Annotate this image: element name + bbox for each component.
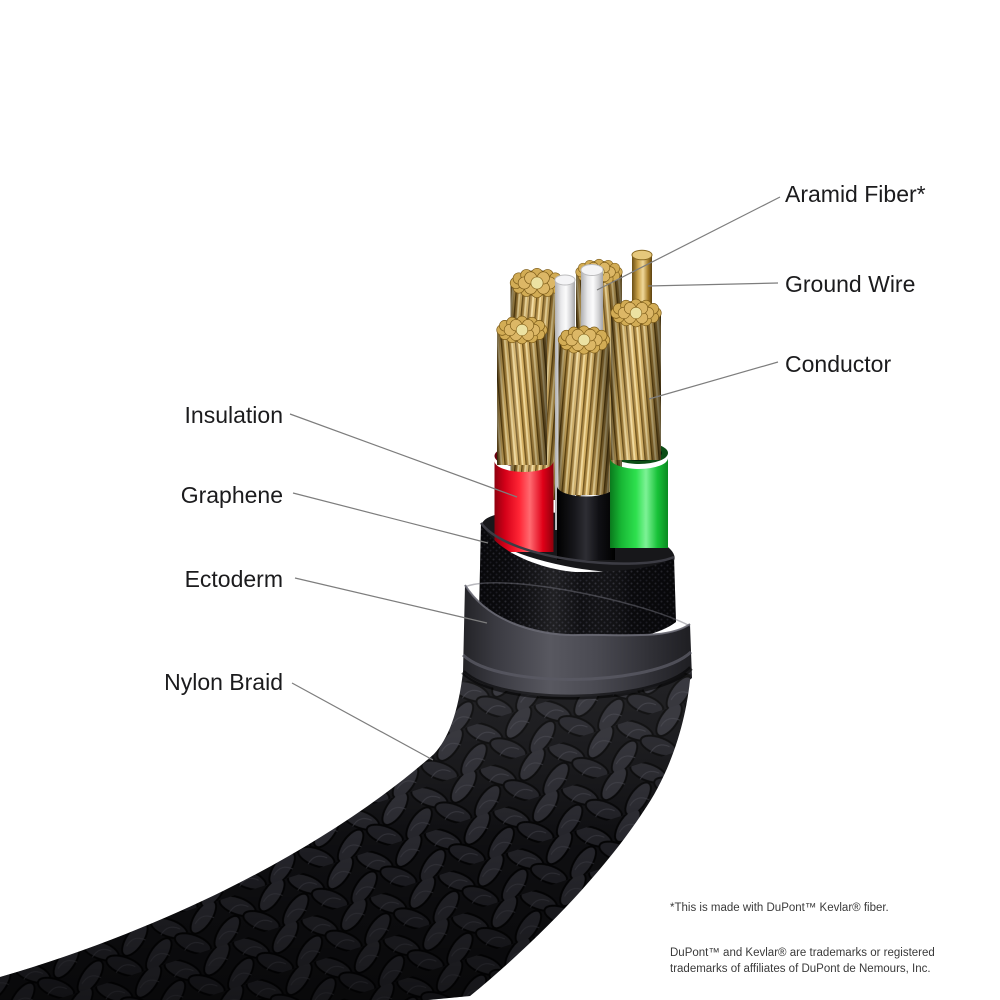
footnote-trademark-1: DuPont™ and Kevlar® are trademarks or re… [670,947,935,959]
insulation-red [494,461,554,552]
label-insulation: Insulation [184,402,283,428]
leader-line-conductor [648,361,779,400]
leader-line-graphene [292,492,489,544]
conductor-bundle-right [610,298,662,460]
label-ground-wire: Ground Wire [785,271,916,297]
ectoderm-jacket [461,582,693,700]
leader-line-aramid-fiber [596,196,781,291]
conductor-bundle-left-front [496,315,548,465]
label-nylon-braid: Nylon Braid [164,669,283,695]
nylon-braid-sheath [0,666,693,1000]
leader-line-nylon-braid [291,682,434,761]
label-aramid-fiber: Aramid Fiber* [785,181,926,207]
leader-line-ectoderm [294,577,488,624]
label-graphene: Graphene [180,482,283,508]
graphene-layer [479,522,676,643]
leader-lines [289,196,781,761]
footnote-kevlar: *This is made with DuPont™ Kevlar® fiber… [670,902,889,914]
label-conductor: Conductor [785,351,892,377]
insulation-black [557,486,615,560]
leader-line-ground-wire [647,282,779,287]
label-ectoderm: Ectoderm [184,566,283,592]
insulation-green [610,458,668,548]
conductor-bundle-center-front [557,325,611,495]
leader-line-insulation [289,413,518,498]
footnote-trademark-2: trademarks of affiliates of DuPont de Ne… [670,963,931,975]
